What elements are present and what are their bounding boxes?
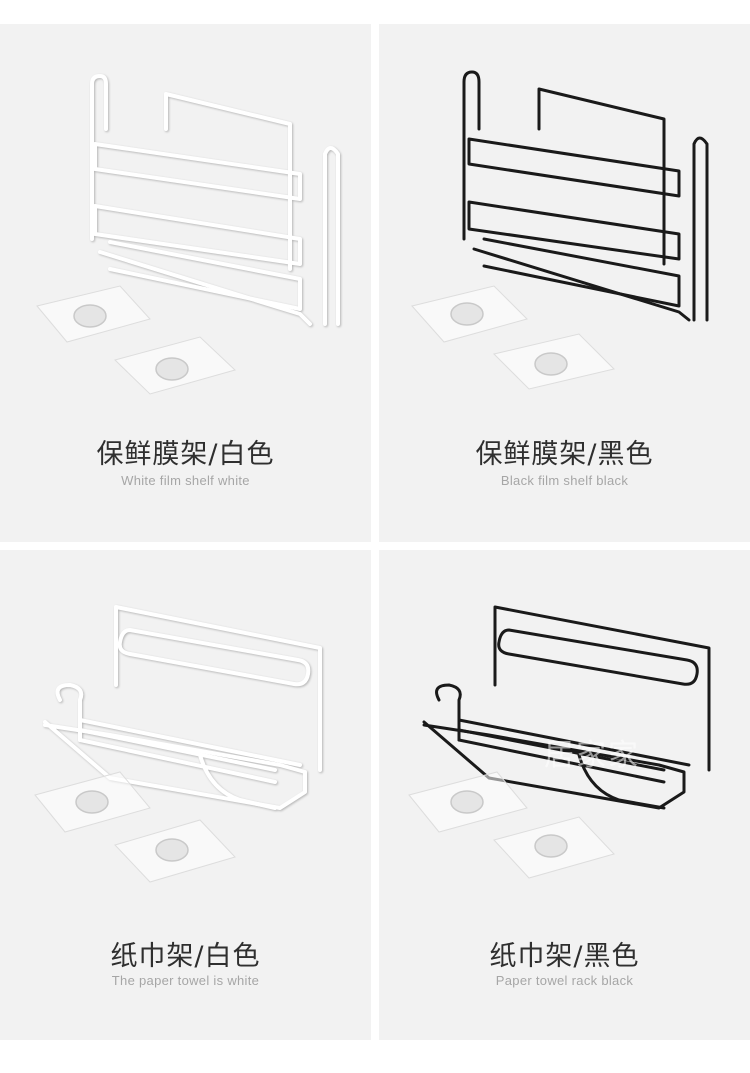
black-towel-rack-image [408,605,711,879]
product-title: 纸巾架/黑色 [489,941,640,972]
product-card-black-film-shelf[interactable]: 保鲜膜架/黑色 Black film shelf black [379,24,750,542]
suction-hooks [411,285,615,390]
product-card-white-film-shelf[interactable]: 保鲜膜架/白色 White film shelf white [0,24,371,542]
product-subtitle: Paper towel rack black [495,973,634,988]
product-card-white-towel-rack[interactable]: 纸巾架/白色 The paper towel is white [0,550,371,1040]
product-subtitle: The paper towel is white [111,973,260,988]
product-subtitle: Black film shelf black [500,473,629,488]
suction-hooks [34,771,236,883]
black-film-shelf-image [411,70,709,390]
brand-watermark: 居家家 [544,738,640,773]
white-film-shelf-image [36,74,340,395]
product-title: 保鲜膜架/黑色 [475,439,654,470]
product-card-black-towel-rack[interactable]: 居家家 纸巾架/黑色 Paper towel rack black [379,550,750,1040]
suction-hooks [36,285,236,395]
suction-hooks [408,771,615,879]
product-title: 纸巾架/白色 [110,941,261,972]
product-subtitle: White film shelf white [121,473,250,488]
product-title: 保鲜膜架/白色 [96,439,275,470]
white-towel-rack-image [34,605,322,883]
